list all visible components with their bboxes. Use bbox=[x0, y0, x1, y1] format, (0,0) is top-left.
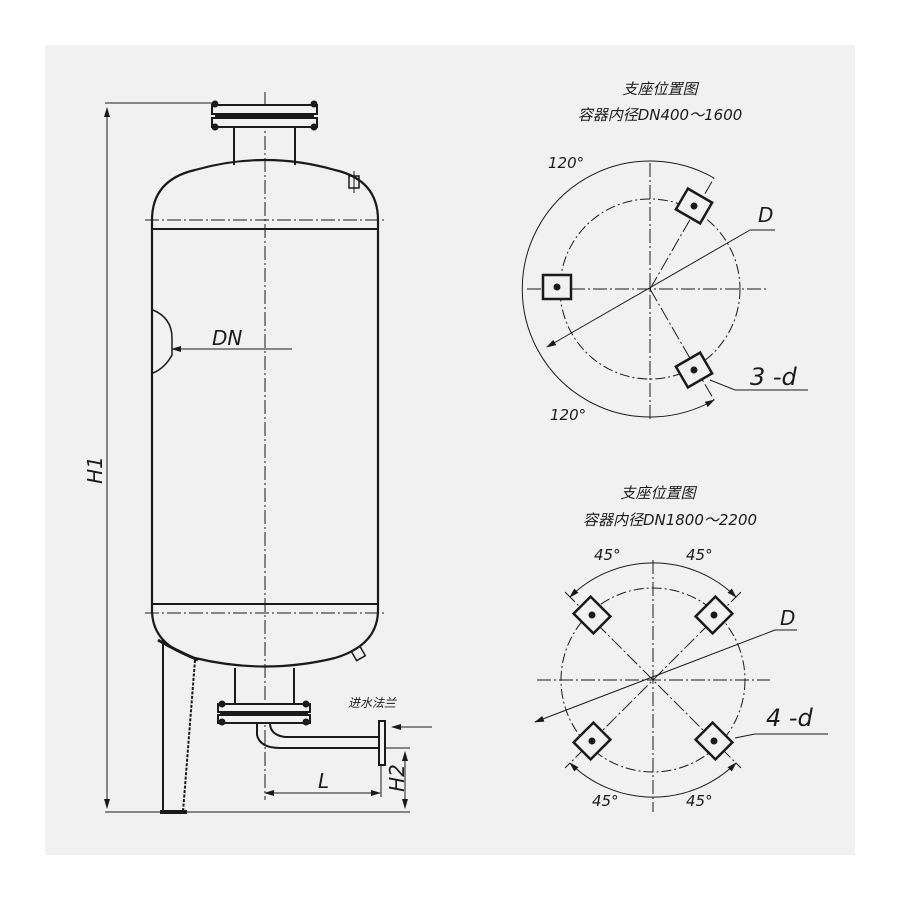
angle-label-top: 120° bbox=[548, 154, 584, 172]
l-label: L bbox=[318, 769, 329, 793]
angle-label-bottom-right: 45° bbox=[686, 792, 713, 810]
support-layout-3-legs bbox=[521, 160, 808, 420]
inlet-flange-label: 进水法兰 bbox=[348, 696, 397, 710]
hole-count-label: 4 -d bbox=[766, 704, 814, 732]
angle-label-top-left: 45° bbox=[594, 546, 621, 564]
top-head bbox=[150, 158, 380, 221]
inlet-flange bbox=[378, 720, 386, 766]
support-pad bbox=[674, 186, 714, 226]
bottom-head bbox=[150, 609, 380, 668]
support-leg bbox=[157, 638, 199, 814]
support-pad bbox=[693, 720, 735, 762]
support-pad bbox=[571, 594, 613, 636]
angle-label-bottom-left: 45° bbox=[592, 792, 619, 810]
support-pad bbox=[674, 350, 714, 390]
top-flange bbox=[211, 100, 318, 165]
main-dimensions bbox=[104, 102, 410, 813]
angle-label-top-right: 45° bbox=[686, 546, 713, 564]
h1-label: H1 bbox=[83, 456, 107, 484]
support-view-1-subtitle: 容器内径DN400～1600 bbox=[578, 106, 743, 124]
support-pad bbox=[541, 273, 573, 301]
support-view-2-title: 支座位置图 bbox=[620, 484, 697, 502]
h2-label: H2 bbox=[385, 764, 409, 792]
support-view-1-title: 支座位置图 bbox=[622, 80, 699, 98]
support-layout-4-legs bbox=[534, 560, 828, 812]
vessel-elevation-view bbox=[145, 92, 432, 814]
drawing-sheet bbox=[45, 45, 855, 855]
dn-label: DN bbox=[212, 326, 242, 350]
diameter-label: D bbox=[780, 606, 795, 630]
support-pad bbox=[693, 594, 735, 636]
diameter-label: D bbox=[758, 203, 773, 227]
bottom-flange bbox=[217, 700, 311, 726]
angle-label-bottom: 120° bbox=[550, 406, 586, 424]
support-pad bbox=[571, 720, 613, 762]
support-view-2-subtitle: 容器内径DN1800～2200 bbox=[583, 511, 757, 529]
hole-count-label: 3 -d bbox=[750, 363, 798, 391]
manway bbox=[152, 309, 173, 374]
